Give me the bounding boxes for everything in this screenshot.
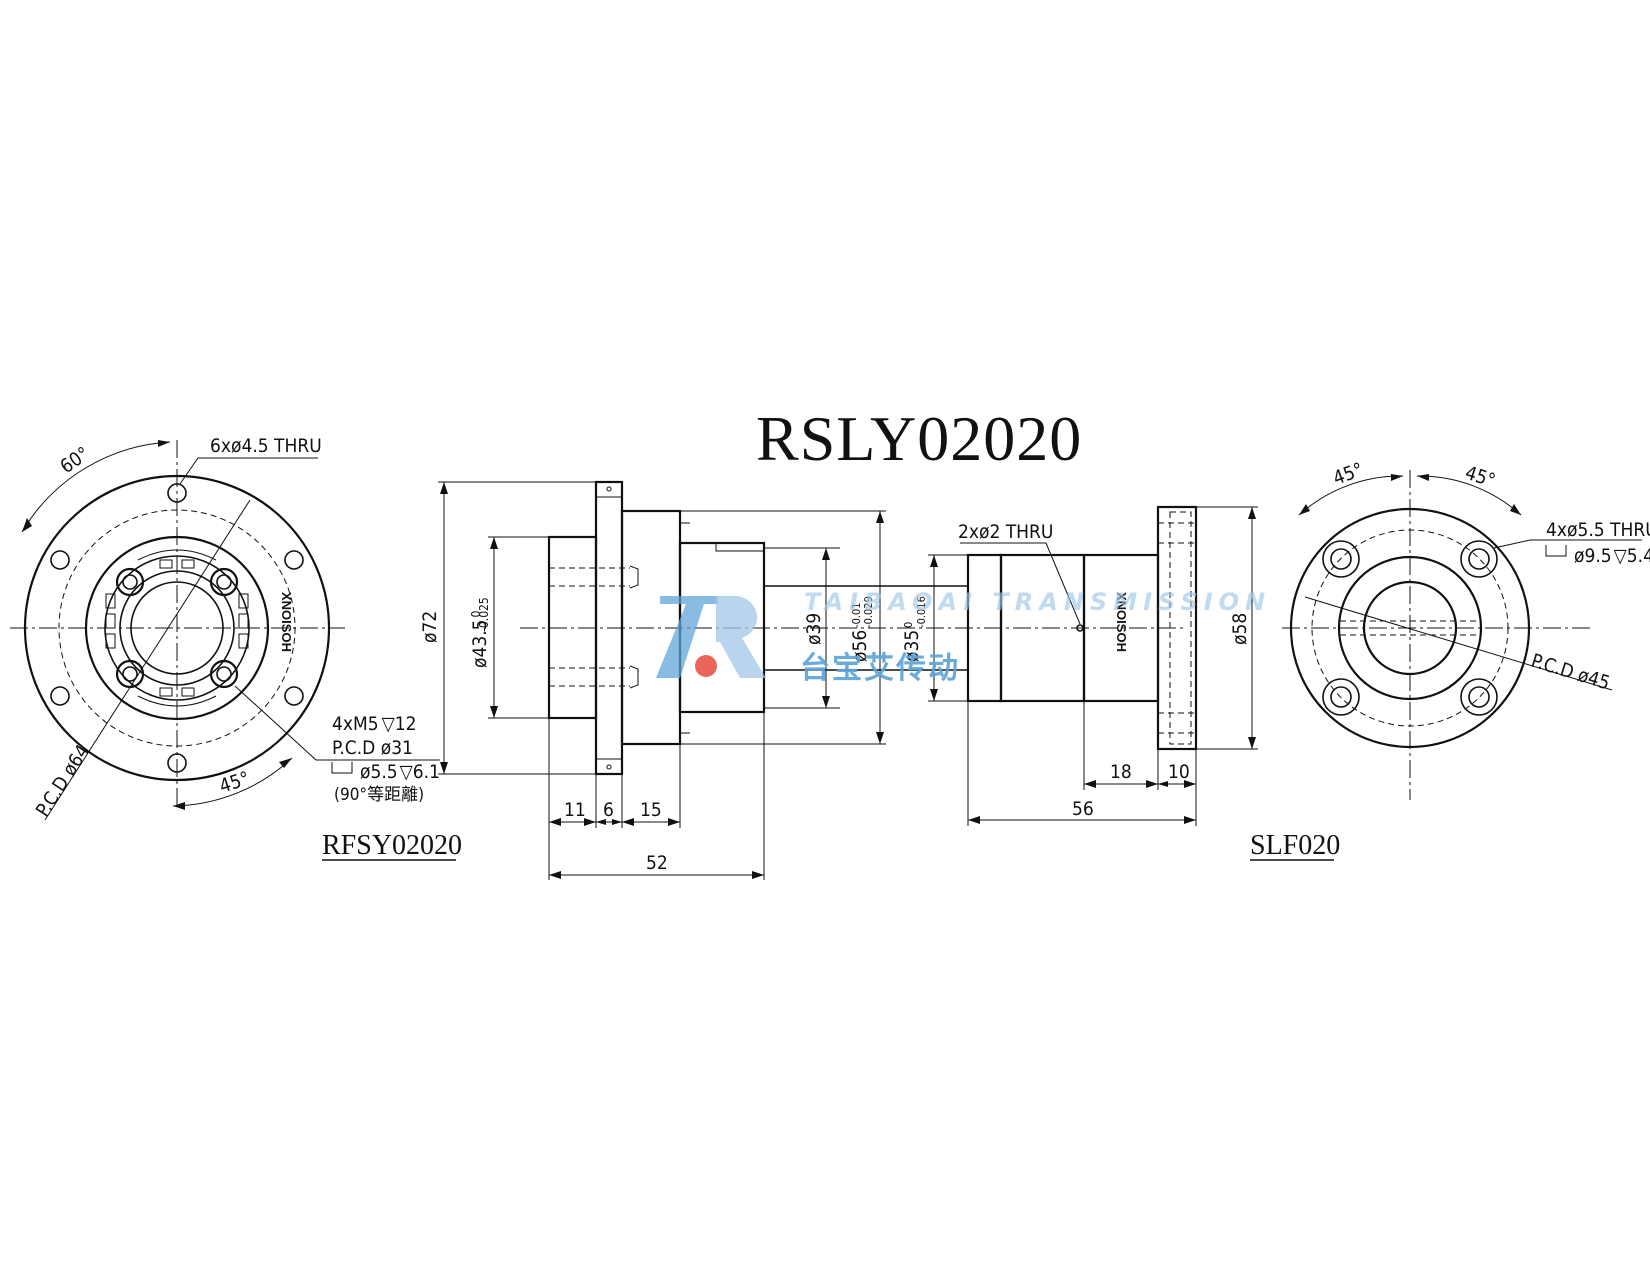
svg-text:ø56: ø56 <box>849 630 871 662</box>
left-tap-callout: 4xM5▽12 P.C.D ø31 ø5.5▽6.1 (90°等距離) <box>331 713 440 805</box>
svg-text:2xø2 THRU: 2xø2 THRU <box>958 521 1053 543</box>
svg-text:-0.025: -0.025 <box>477 597 491 632</box>
svg-text:4xM5▽12: 4xM5▽12 <box>332 713 417 735</box>
svg-text:-0.01: -0.01 <box>850 602 863 628</box>
svg-text:ø9.5▽5.4: ø9.5▽5.4 <box>1574 545 1650 567</box>
dim-d56: ø56 -0.01 -0.029 <box>680 510 886 745</box>
svg-text:ø5.5▽6.1: ø5.5▽6.1 <box>360 761 440 783</box>
dim-d39: ø39 <box>764 547 840 709</box>
dim-18: 18 <box>1110 761 1132 783</box>
svg-text:-0.029: -0.029 <box>862 596 875 628</box>
right-end-view: P.C.D ø45 45° 45° 4xø5.5 THRU ø9.5▽5.4 S… <box>1250 459 1650 861</box>
right-flange-holes <box>1322 540 1498 716</box>
dim-11: 11 <box>564 799 586 821</box>
angle-45-a: 45° <box>1330 459 1366 490</box>
dim-widths-nut: 11 6 15 52 <box>548 712 765 880</box>
left-pcd-outer: P.C.D ø64 <box>32 741 95 821</box>
angle-45-b: 45° <box>1462 462 1498 492</box>
dim-6: 6 <box>603 799 614 821</box>
svg-text:0: 0 <box>902 622 915 628</box>
watermark: TAIBAOAI TRANSMISSION 台宝艾传动 <box>656 588 1271 686</box>
dim-d58: ø58 <box>1196 506 1258 750</box>
dim-widths-support: 18 10 56 <box>967 701 1197 826</box>
svg-text:ø58: ø58 <box>1229 613 1251 645</box>
dim-10: 10 <box>1168 761 1190 783</box>
right-view-label: SLF020 <box>1250 830 1340 861</box>
angle-60: 60° <box>56 443 93 478</box>
dim-52: 52 <box>646 852 668 874</box>
dim-d43: ø43.50 -0.025 <box>469 536 549 719</box>
watermark-logo <box>656 596 766 678</box>
dim-d72: ø72 <box>419 481 596 775</box>
svg-text:-0.016: -0.016 <box>915 596 928 628</box>
left-brand-mark: XNOISOH <box>279 592 294 652</box>
svg-text:4xø5.5 THRU: 4xø5.5 THRU <box>1546 519 1650 541</box>
watermark-english: TAIBAOAI TRANSMISSION <box>804 588 1271 616</box>
right-hole-callout: 4xø5.5 THRU ø9.5▽5.4 <box>1545 519 1650 567</box>
svg-text:ø72: ø72 <box>419 611 441 643</box>
left-view-label: RFSY02020 <box>322 830 462 861</box>
left-spacing-note: (90°等距離) <box>334 785 424 805</box>
svg-text:ø39: ø39 <box>803 613 825 645</box>
left-pcd-inner: P.C.D ø31 <box>332 737 413 759</box>
left-hole-callout: 6xø4.5 THRU <box>210 435 322 457</box>
left-end-view: XNOISOH 60° 45° 6xø4.5 THRU P.C.D ø64 4x… <box>10 435 462 861</box>
dim-15: 15 <box>640 799 662 821</box>
flange-holes <box>50 483 304 773</box>
watermark-chinese: 台宝艾传动 <box>800 651 960 686</box>
pin-callout: 2xø2 THRU <box>958 521 1081 625</box>
svg-text:ø43.50: ø43.50 <box>469 610 491 668</box>
center-brand-mark: XNOISOH <box>1114 592 1129 652</box>
dim-d35: ø35 0 -0.016 <box>901 554 968 702</box>
svg-text:ø35: ø35 <box>901 630 923 662</box>
dim-56: 56 <box>1072 798 1094 820</box>
right-pcd: P.C.D ø45 <box>1529 650 1613 695</box>
drawing-title: RSLY02020 <box>756 403 1082 474</box>
side-view: XNOISOH ø72 ø43.50 -0.025 ø39 <box>419 480 1258 880</box>
